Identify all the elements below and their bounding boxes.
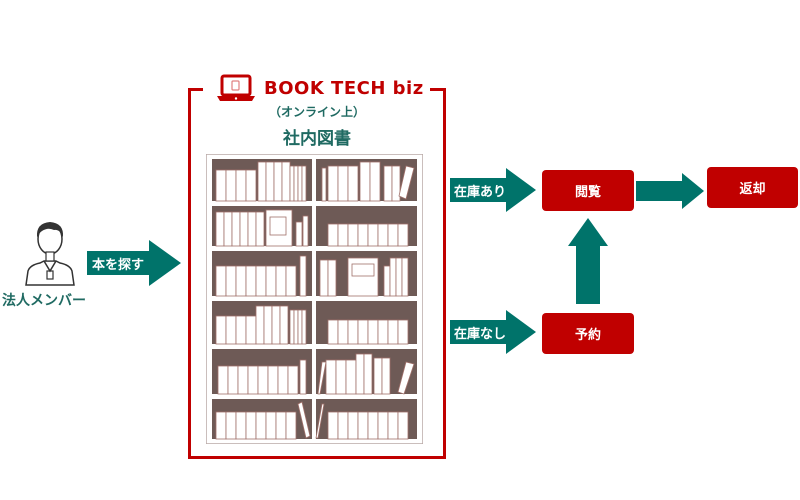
arrow-right-icon	[450, 168, 536, 212]
arrow-right-icon	[87, 240, 181, 286]
in-stock-label: 在庫あり	[454, 185, 507, 200]
search-arrow: 本を探す	[87, 240, 181, 286]
member-actor	[20, 215, 80, 290]
bookshelf-illustration	[205, 153, 424, 445]
library-caption: 社内図書	[283, 129, 351, 149]
member-label: 法人メンバー	[2, 293, 86, 309]
in-stock-arrow: 在庫あり	[450, 168, 536, 212]
arrow-up-icon	[568, 218, 608, 304]
bookshelf-icon	[205, 153, 424, 445]
brand-title: BOOK TECH biz	[264, 77, 424, 99]
reserve-to-browse-arrow	[568, 218, 608, 304]
return-box: 返却	[707, 167, 798, 208]
laptop-icon	[217, 74, 255, 101]
search-arrow-label: 本を探す	[92, 258, 145, 273]
out-of-stock-arrow: 在庫なし	[450, 310, 536, 354]
arrow-right-icon	[636, 173, 704, 209]
browse-to-return-arrow	[636, 173, 704, 209]
out-of-stock-label: 在庫なし	[454, 327, 507, 342]
brand-subtitle: （オンライン上）	[268, 105, 365, 119]
brand-header: BOOK TECH biz	[210, 72, 430, 104]
browse-box: 閲覧	[542, 170, 634, 211]
reserve-box: 予約	[542, 313, 634, 354]
person-icon	[25, 222, 75, 286]
arrow-right-icon	[450, 310, 536, 354]
